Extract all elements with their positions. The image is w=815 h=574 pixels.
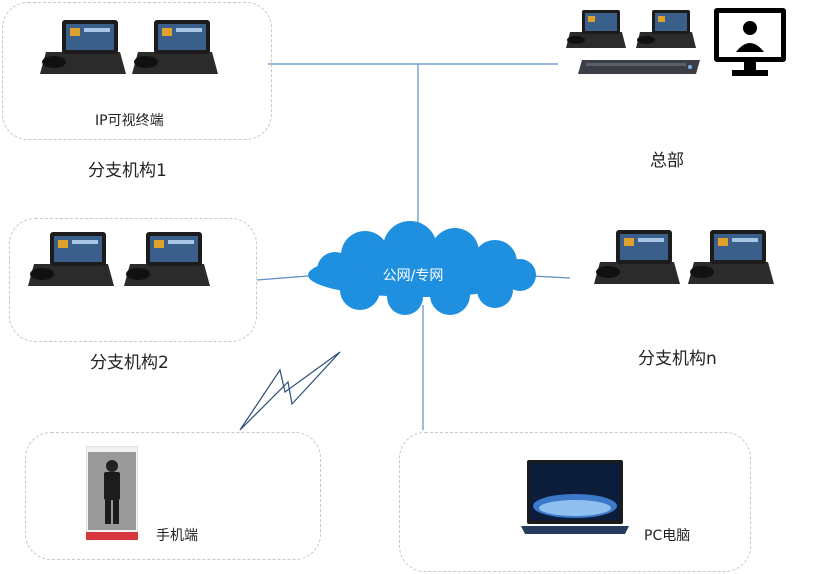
video-phone-icon <box>636 10 696 48</box>
video-phone-icon <box>132 20 218 74</box>
cloud-icon <box>308 221 536 315</box>
branch1-title: 分支机构1 <box>88 161 167 181</box>
branch2-box <box>9 218 257 342</box>
branchn-title: 分支机构n <box>638 349 717 369</box>
link-cloud-branchn <box>531 275 571 279</box>
video-phone-icon <box>688 230 774 284</box>
server-rack-icon <box>578 60 700 74</box>
monitor-icon <box>714 8 786 76</box>
video-phone-icon <box>40 20 126 74</box>
branch2-title: 分支机构2 <box>90 353 169 373</box>
branch1-box <box>2 2 272 140</box>
pc-box <box>399 432 751 572</box>
video-phone-icon <box>28 232 114 286</box>
video-phone-icon <box>566 10 626 48</box>
laptop-icon <box>521 460 629 534</box>
mobile-caption: 手机端 <box>156 528 198 544</box>
headquarters-title: 总部 <box>650 151 684 171</box>
mobile-phone-icon <box>86 446 138 540</box>
wireless-signal-icon <box>239 351 341 431</box>
video-phone-icon <box>124 232 210 286</box>
link-branch2-cloud <box>256 275 309 281</box>
mobile-box <box>25 432 321 560</box>
pc-caption: PC电脑 <box>644 528 691 544</box>
branch1-caption: IP可视终端 <box>95 113 164 129</box>
cloud-label: 公网/专网 <box>383 268 444 284</box>
video-phone-icon <box>594 230 680 284</box>
